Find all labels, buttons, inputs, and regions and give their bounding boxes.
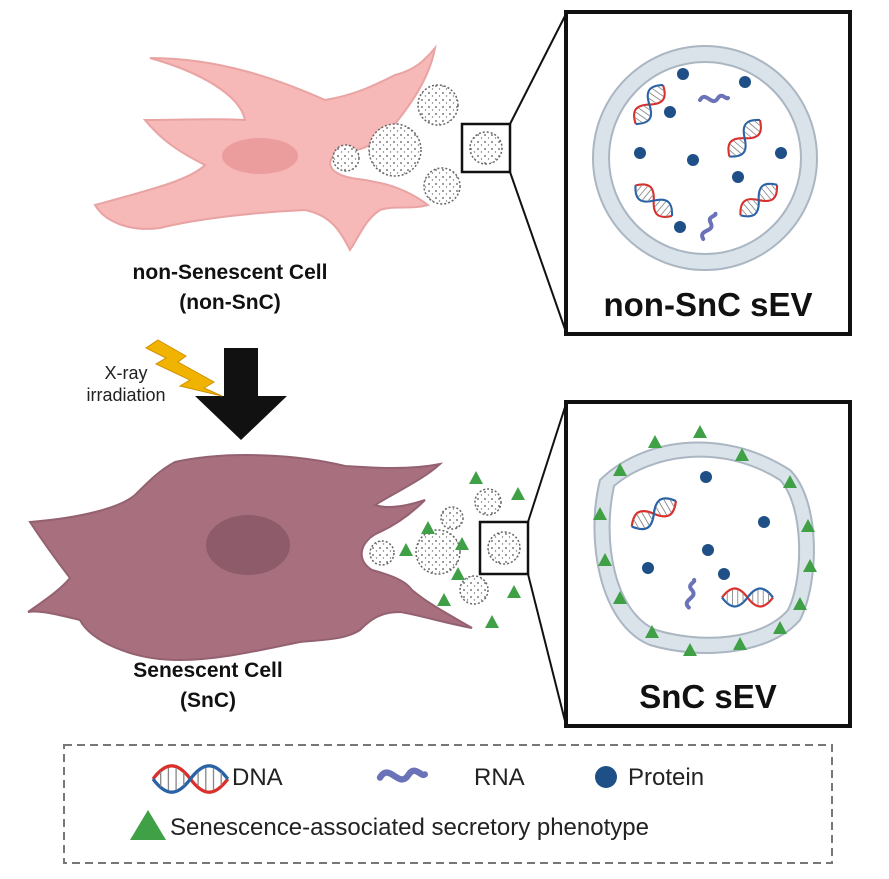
senescent-cell-label: Senescent Cell (SnC)	[108, 656, 308, 716]
zoom-box-bottom	[478, 520, 530, 576]
dna-legend-icon	[151, 764, 230, 794]
treatment-line1: X-ray	[104, 363, 148, 383]
zoom-box-top	[460, 122, 512, 174]
budding-vesicle	[332, 144, 360, 172]
senescent-cell-name: Senescent Cell	[133, 659, 283, 682]
legend-dna-label: DNA	[232, 764, 283, 791]
down-arrow	[195, 348, 287, 440]
vesicle	[474, 488, 502, 516]
protein-dots	[642, 471, 770, 580]
sasp-legend-icon	[130, 810, 166, 840]
non-snc-sev-membrane-inner	[608, 61, 802, 255]
vesicle	[368, 123, 422, 177]
protein-dots	[634, 68, 787, 233]
protein-legend-icon	[595, 766, 617, 788]
non-senescent-cell-abbr: (non-SnC)	[179, 291, 281, 314]
vesicle	[417, 84, 459, 126]
vesicle	[459, 575, 489, 605]
treatment-label: X-ray irradiation	[76, 362, 176, 406]
lightning-bolt-icon	[145, 339, 223, 397]
non-senescent-cell-name: non-Senescent Cell	[132, 261, 328, 284]
vesicle	[440, 506, 464, 530]
senescent-cell-abbr: (SnC)	[180, 689, 236, 712]
legend-box	[63, 744, 833, 864]
treatment-line2: irradiation	[86, 385, 166, 405]
vesicle	[423, 167, 461, 205]
non-senescent-nucleus	[222, 138, 298, 174]
legend-rna-label: RNA	[474, 764, 525, 791]
non-snc-sev-title: non-SnC sEV	[603, 286, 813, 323]
rna-legend-icon	[380, 771, 425, 780]
senescent-nucleus	[206, 515, 290, 575]
vesicle	[415, 529, 461, 575]
legend-sasp-label: Senescence-associated secretory phenotyp…	[170, 814, 649, 841]
snc-sev-title: SnC sEV	[639, 678, 777, 715]
budding-vesicle	[369, 540, 395, 566]
legend-protein-label: Protein	[628, 764, 705, 791]
non-senescent-cell-label: non-Senescent Cell (non-SnC)	[90, 258, 370, 318]
